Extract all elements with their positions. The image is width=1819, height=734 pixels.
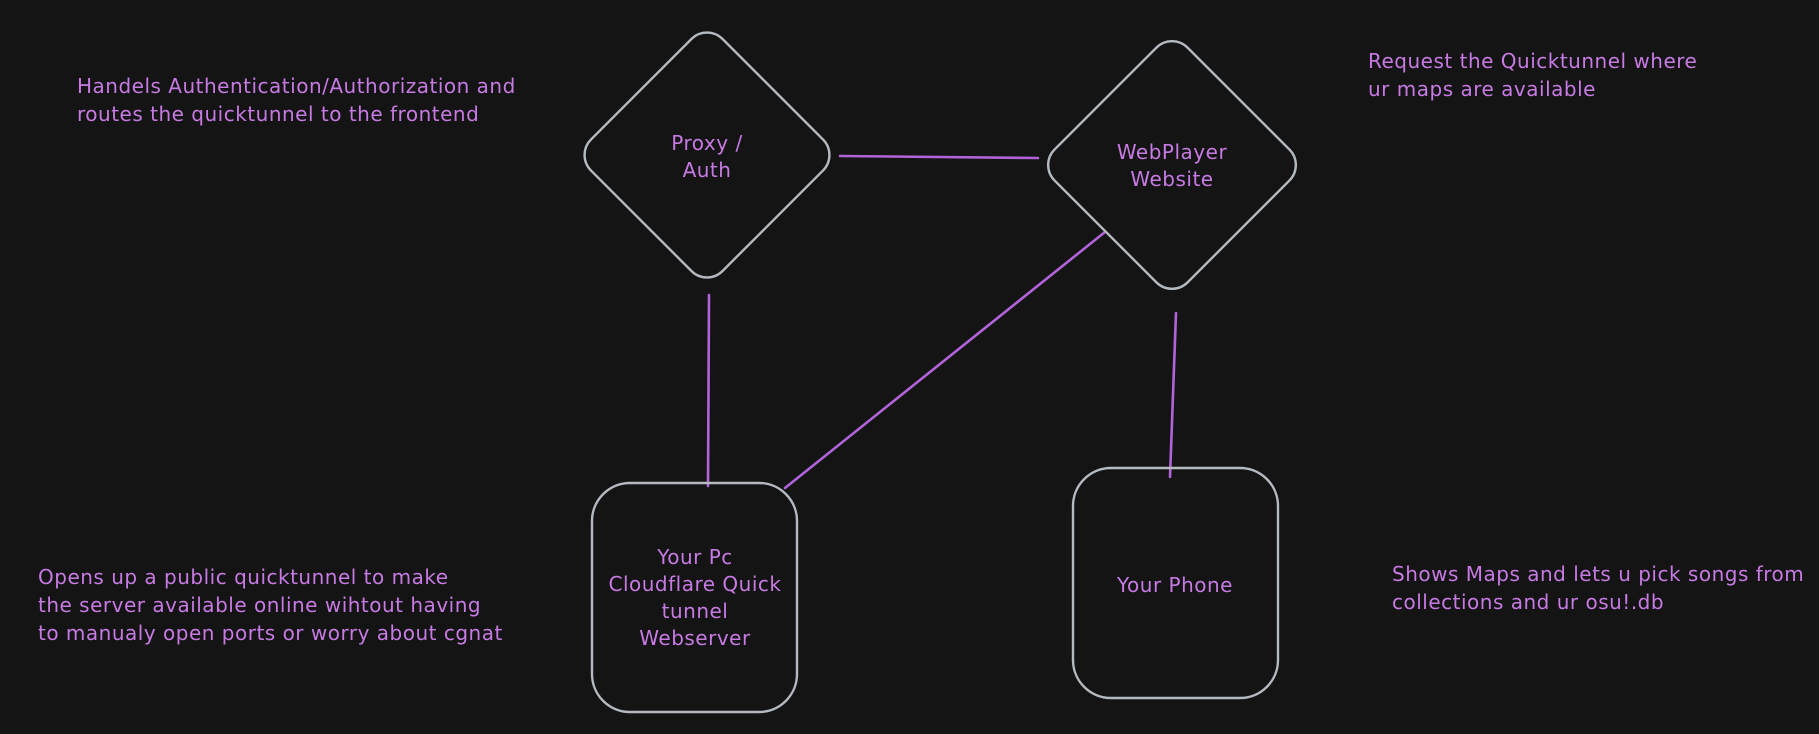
- pc-quicktunnel-webserver-rect[interactable]: [590, 481, 799, 714]
- note-proxy-auth[interactable]: Handels Authentication/Authorization and…: [77, 74, 516, 126]
- edge-proxy-webserver[interactable]: [706, 293, 711, 488]
- your-phone-label[interactable]: Your Phone: [1116, 573, 1233, 597]
- note-phone[interactable]: Shows Maps and lets u pick songs from co…: [1392, 562, 1805, 614]
- your-phone-rect[interactable]: [1071, 466, 1280, 700]
- edge-webplayer-webserver[interactable]: [783, 230, 1107, 490]
- pc-quicktunnel-webserver-label[interactable]: Your Pc Cloudflare Quick tunnel Webserve…: [608, 545, 782, 650]
- webplayer-website-label[interactable]: WebPlayer Website: [1116, 140, 1228, 191]
- webplayer-website-diamond[interactable]: [1039, 32, 1305, 298]
- note-webserver[interactable]: Opens up a public quicktunnel to make th…: [38, 565, 503, 645]
- proxy-auth-diamond[interactable]: [575, 23, 838, 286]
- edge-webplayer-phone[interactable]: [1168, 311, 1178, 479]
- proxy-auth-label[interactable]: Proxy / Auth: [671, 131, 743, 182]
- edge-proxy-webplayer[interactable]: [838, 154, 1040, 160]
- note-webplayer-website[interactable]: Request the Quicktunnel where ur maps ar…: [1368, 49, 1698, 101]
